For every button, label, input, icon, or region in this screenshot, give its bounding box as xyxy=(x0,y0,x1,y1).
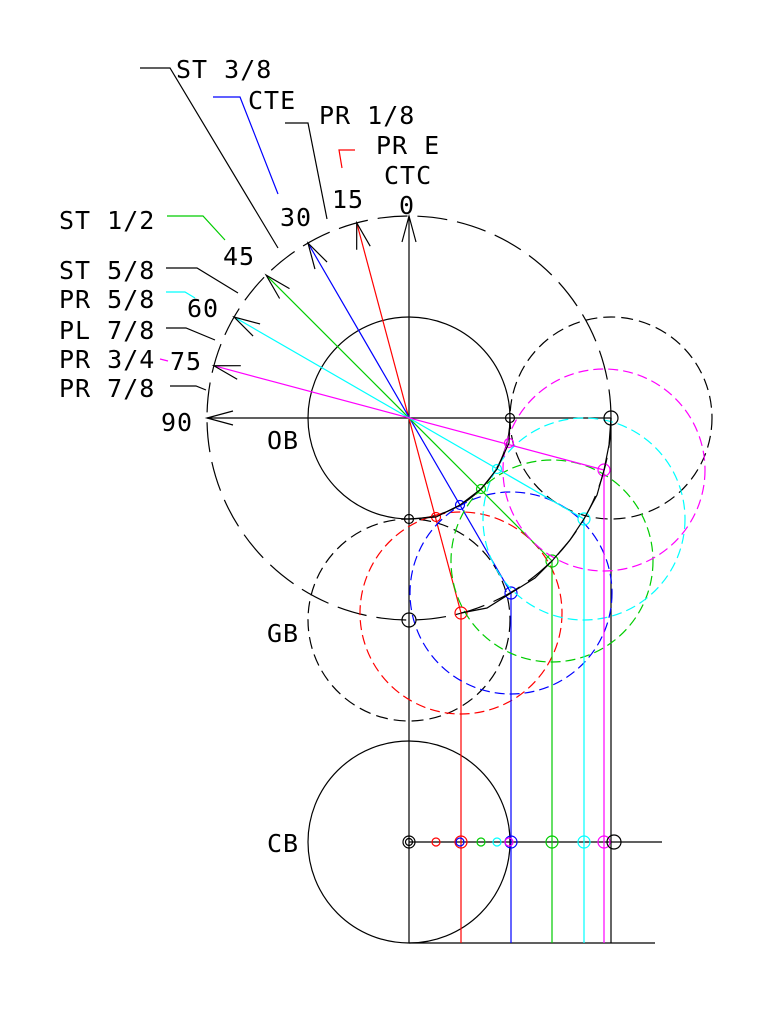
callout-pr-1-8: PR 1/8 xyxy=(319,101,415,130)
arrowhead-30 xyxy=(306,241,328,270)
circle-label-ob: OB xyxy=(267,426,299,455)
callout-pr-5-8: PR 5/8 xyxy=(59,285,155,314)
cb-center-inner xyxy=(404,837,414,847)
cb-small-marker-45 xyxy=(476,837,486,847)
callout-st-1-2: ST 1/2 xyxy=(59,206,155,235)
cb-marker-15 xyxy=(454,835,468,849)
ob-point-30 xyxy=(454,499,466,511)
callout-pl-7-8: PL 7/8 xyxy=(59,316,155,345)
ob-point-60 xyxy=(491,463,503,475)
angle-label-75: 75 xyxy=(170,347,202,376)
leader-st-1-2 xyxy=(167,215,226,241)
profile-curve-inner xyxy=(408,417,511,520)
callout-st-3-8: ST 3/8 xyxy=(176,55,272,84)
arrowhead-60 xyxy=(232,315,261,337)
leader-cte xyxy=(213,96,279,195)
cb-marker-end xyxy=(606,834,622,850)
circle-label-gb: GB xyxy=(267,619,299,648)
angle-label-0: 0 xyxy=(399,191,415,220)
arrowhead-45 xyxy=(264,273,290,299)
angle-label-60: 60 xyxy=(187,294,219,323)
callout-pr-e: PR E xyxy=(376,131,440,160)
arrowhead-75 xyxy=(211,365,241,380)
leader-st-3-8 xyxy=(140,67,279,249)
cb-small-marker-60 xyxy=(492,837,502,847)
cb-marker-75 xyxy=(597,835,611,849)
profile-curve-outer xyxy=(460,417,612,614)
geometry xyxy=(140,67,713,944)
cb-small-marker-15 xyxy=(431,837,441,847)
callout-pr-7-8: PR 7/8 xyxy=(59,374,155,403)
cb-center-marker xyxy=(402,835,416,849)
angle-label-45: 45 xyxy=(223,242,255,271)
leader-pr-7-8 xyxy=(170,385,207,391)
callout-pr-3-4: PR 3/4 xyxy=(59,345,155,374)
cb-small-marker-30 xyxy=(455,837,465,847)
cb-small-marker-75 xyxy=(504,837,514,847)
callout-ctc: CTC xyxy=(384,161,432,190)
arrowhead-90 xyxy=(204,410,234,426)
ray-75 xyxy=(213,365,605,471)
ob-point-45 xyxy=(475,483,487,495)
leader-st-5-8 xyxy=(166,267,239,294)
cb-marker-60 xyxy=(577,835,591,849)
center-marker-gb xyxy=(401,612,417,628)
leader-pr-3-4 xyxy=(159,358,169,362)
angle-label-90: 90 xyxy=(161,408,193,437)
callout-cte: CTE xyxy=(248,86,296,115)
leader-pr-e xyxy=(338,149,355,169)
arrowhead-15 xyxy=(356,220,371,250)
angle-label-15: 15 xyxy=(332,185,364,214)
leader-pl-7-8 xyxy=(166,327,216,341)
leader-pr-1-8 xyxy=(285,122,328,220)
angle-label-30: 30 xyxy=(280,203,312,232)
arrowhead-0 xyxy=(401,213,417,243)
callout-st-5-8: ST 5/8 xyxy=(59,256,155,285)
circle-label-cb: CB xyxy=(267,829,299,858)
leader-pr-5-8 xyxy=(166,291,196,299)
cb-marker-45 xyxy=(545,835,559,849)
